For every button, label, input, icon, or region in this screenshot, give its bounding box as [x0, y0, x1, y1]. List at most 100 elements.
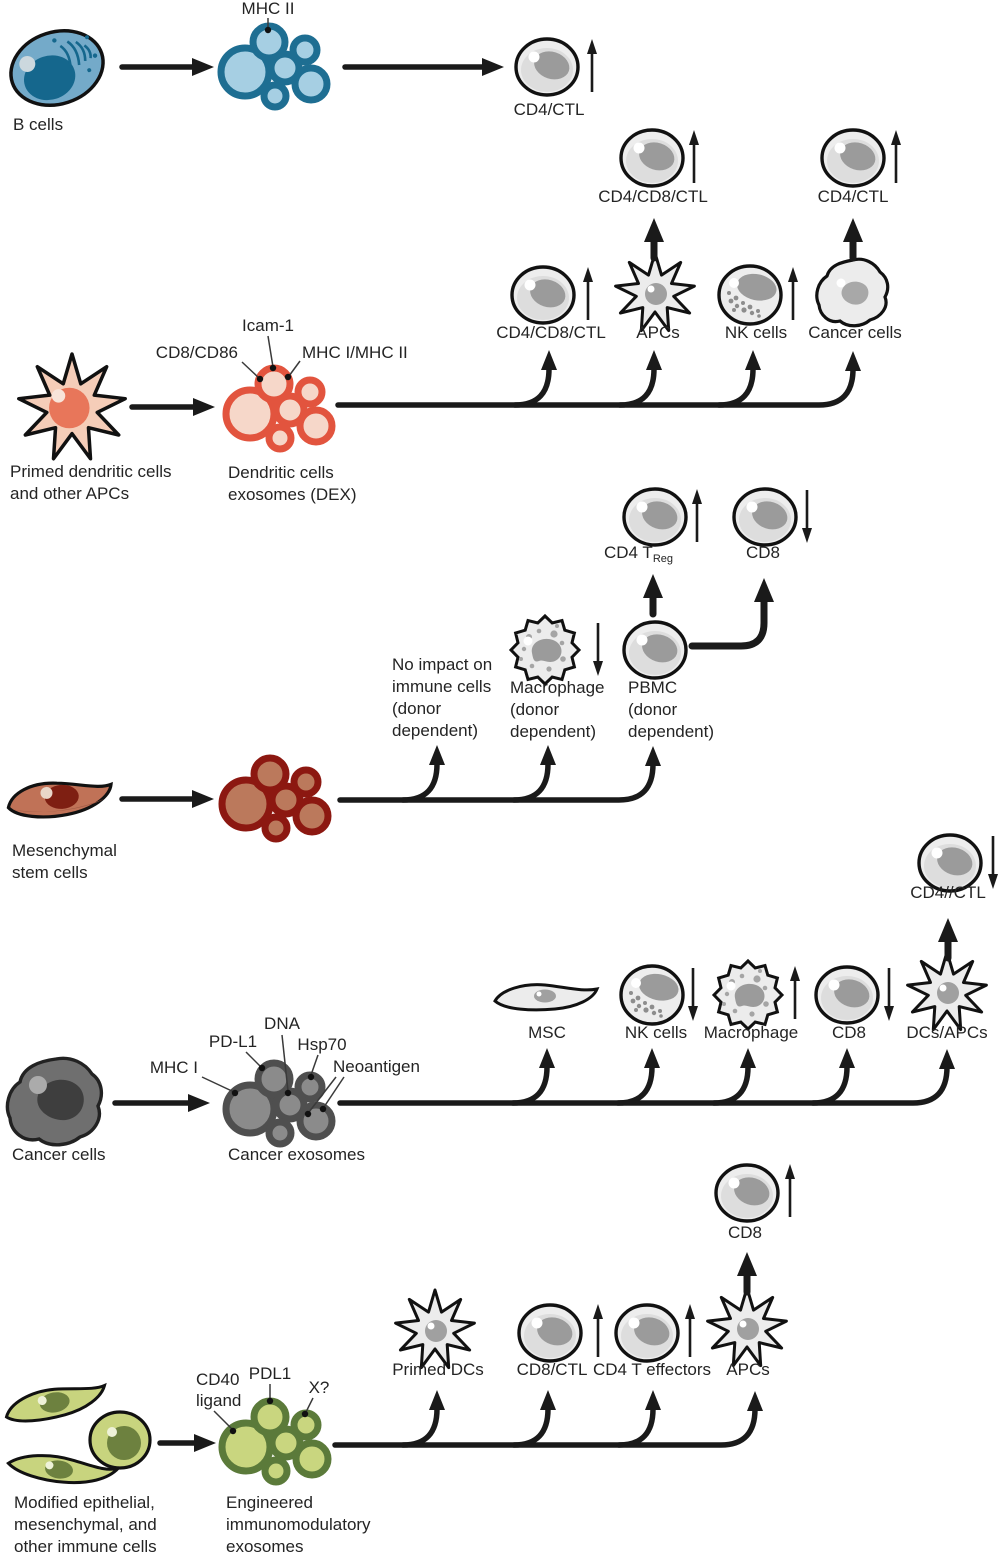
nk-cell [717, 264, 783, 326]
no-impact-line2: immune cells [392, 677, 491, 696]
no-impact-line1: No impact on [392, 655, 492, 674]
apcs-label: APCs [726, 1360, 769, 1379]
apcs-label: APCs [636, 323, 679, 342]
msc-main-line [337, 745, 661, 803]
msc-source-label-line1: Mesenchymal [12, 841, 117, 860]
cd4ctl-label: CD4/CTL [514, 100, 585, 119]
cd8-up-cell [714, 1163, 780, 1223]
arrow-pbmc-to-cd4treg [643, 574, 663, 614]
dcs-apcs-cell [908, 952, 987, 1030]
primed-dcs-label: Primed DCs [392, 1360, 484, 1379]
marker-dna-label: DNA [264, 1014, 301, 1033]
dcs-apcs-label: DCs/APCs [906, 1023, 987, 1042]
cd4ctl-upper-cell [820, 128, 886, 188]
arrow-cancer-to-cd4ctl [843, 218, 863, 258]
nk-cells-label: NK cells [625, 1023, 687, 1042]
cancer-main-line [337, 1048, 955, 1106]
cancer-source-label: Cancer cells [12, 1145, 106, 1164]
row-dendritic-cells: Primed dendritic cells and other APCs CD… [10, 128, 903, 504]
msc-target-cell [493, 983, 599, 1012]
exosome-cluster-engineered [222, 1401, 328, 1482]
effect-down-arrow [591, 621, 605, 678]
cd4cd8ctl-label: CD4/CD8/CTL [496, 323, 606, 342]
cancer-cells-label: Cancer cells [808, 323, 902, 342]
macrophage-cell [509, 614, 581, 686]
engineered-label-line3: exosomes [226, 1537, 303, 1554]
dex-main-line [335, 350, 861, 408]
apcs-cell [708, 1288, 787, 1366]
cd8-cell [732, 487, 798, 547]
arrow-msc-to-exosomes [119, 790, 214, 808]
cd4cd8ctl-upper-cell [619, 128, 685, 188]
modified-label-line3: other immune cells [14, 1537, 157, 1554]
marker-x-label: X? [309, 1378, 330, 1397]
b-cells-label: B cells [13, 115, 63, 134]
effect-down-arrow [800, 488, 814, 545]
arrow-exosomes-to-cd4ctl [342, 58, 504, 76]
cd8-label: CD8 [832, 1023, 866, 1042]
marker-dot [264, 26, 272, 34]
nk-cell [619, 964, 685, 1026]
effect-down-arrow [882, 966, 896, 1023]
effect-up-arrow [591, 1302, 605, 1359]
macrophage-label-line2: (donor [510, 700, 559, 719]
mesenchymal-stem-cell [6, 781, 113, 819]
effect-up-arrow [786, 265, 800, 322]
effect-up-arrow [690, 487, 704, 544]
engineered-label-line2: immunomodulatory [226, 1515, 371, 1534]
marker-cd40-label-line2: ligand [196, 1391, 241, 1410]
primed-dcs-cell [396, 1290, 475, 1368]
cd4cd8ctl-upper-label: CD4/CD8/CTL [598, 187, 708, 206]
pbmc-label-line1: PBMC [628, 678, 677, 697]
cd4treg-subscript: Reg [653, 553, 673, 565]
marker-icam1-label: Icam-1 [242, 316, 294, 335]
msc-label: MSC [528, 1023, 566, 1042]
effect-down-arrow [986, 834, 1000, 891]
no-impact-line3: (donor [392, 699, 441, 718]
pbmc-cell [622, 620, 688, 680]
modified-cells [4, 1382, 152, 1485]
row-mesenchymal: Mesenchymal stem cells No impact on immu… [6, 487, 814, 882]
row-b-cells: B cells MHC II CD4/CTL [9, 0, 599, 134]
effect-up-arrow [683, 1302, 697, 1359]
marker-neoantigen-label: Neoantigen [333, 1057, 420, 1076]
effect-down-arrow [686, 966, 700, 1023]
macrophage-label-line3: dependent) [510, 722, 596, 741]
effect-up-arrow [889, 128, 903, 185]
cancer-cell-target [815, 257, 890, 328]
pbmc-label-line2: (donor [628, 700, 677, 719]
msc-source-label-line2: stem cells [12, 863, 88, 882]
modified-label-line2: mesenchymal, and [14, 1515, 157, 1534]
marker-pdl1-label: PDL1 [249, 1364, 292, 1383]
marker-cd40-label-line1: CD40 [196, 1370, 239, 1389]
macrophage-cell [712, 959, 784, 1031]
marker-cd8cd86-label: CD8/CD86 [156, 343, 238, 362]
cancer-exosomes-label: Cancer exosomes [228, 1145, 365, 1164]
cd4cd8ctl-cell [510, 265, 576, 325]
cd4treg-main-text: CD4 T [604, 543, 653, 562]
arrow-bcell-to-exosomes [119, 58, 214, 76]
effect-up-arrow [585, 37, 599, 94]
effect-up-arrow [788, 964, 802, 1021]
cd4ctl-cell [514, 37, 580, 97]
arrow-cancer-to-exosomes [112, 1094, 210, 1112]
cd8-label: CD8 [746, 543, 780, 562]
modified-label-line1: Modified epithelial, [14, 1493, 155, 1512]
exosome-cluster-dex [226, 368, 332, 449]
dex-label-line2: exosomes (DEX) [228, 485, 356, 504]
arrow-apcs-to-cd4cd8ctl [644, 218, 664, 258]
dex-label-line1: Dendritic cells [228, 463, 334, 482]
exosome-cluster-msc [222, 758, 328, 839]
pbmc-label-line3: dependent) [628, 722, 714, 741]
cd8-up-label: CD8 [728, 1223, 762, 1242]
exosome-cluster-bcell [221, 26, 327, 107]
nk-cells-label: NK cells [725, 323, 787, 342]
engineered-label-line1: Engineered [226, 1493, 313, 1512]
macrophage-label: Macrophage [704, 1023, 799, 1042]
no-impact-line4: dependent) [392, 721, 478, 740]
cd4treg-label: CD4 TReg [604, 543, 673, 565]
cd8-cell [814, 965, 880, 1025]
effect-up-arrow [687, 128, 701, 185]
